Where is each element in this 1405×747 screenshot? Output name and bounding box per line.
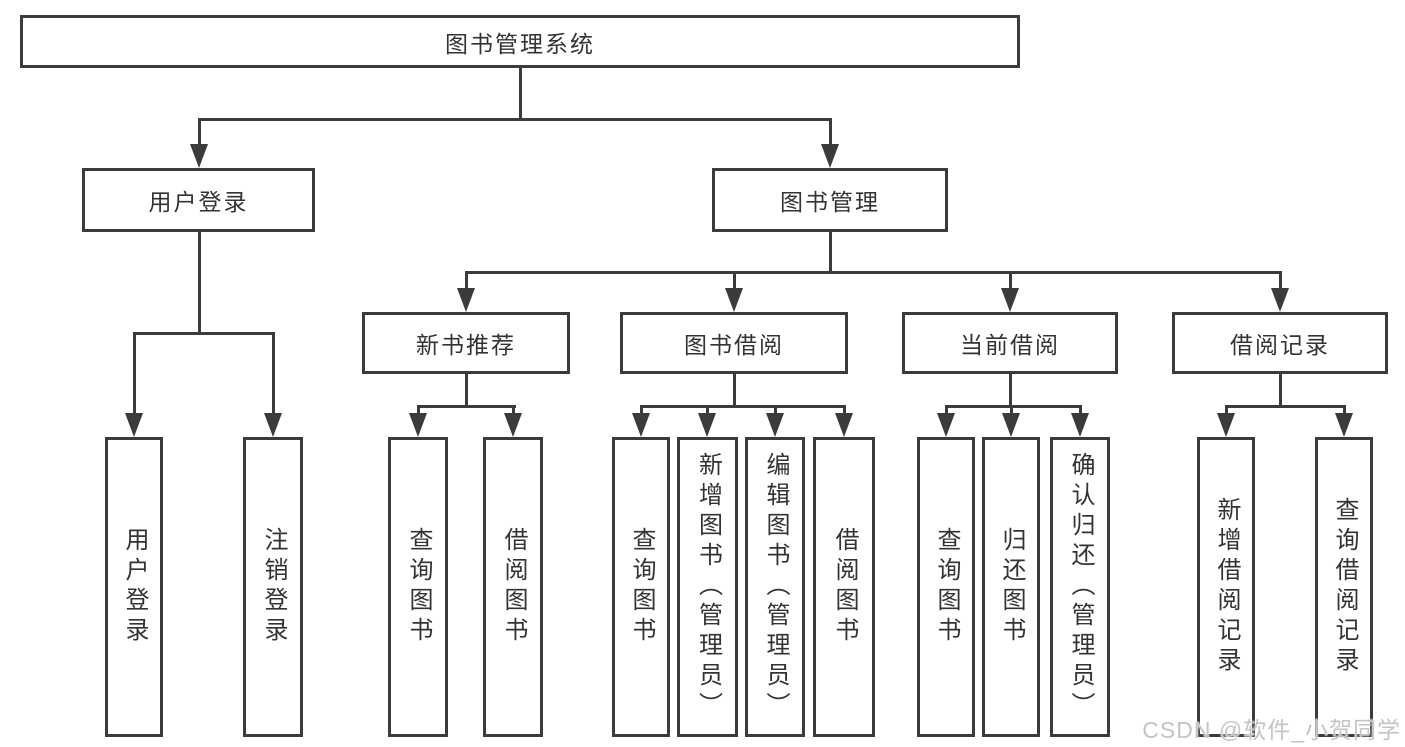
leaf-query-books-label: 查询图书: [405, 527, 432, 647]
leaf-add-books-admin-label: 新增图书（管理员）: [694, 452, 722, 722]
connector-line: [271, 332, 275, 416]
connector-line: [944, 405, 1082, 408]
node-current-borrowing: 当前借阅: [902, 312, 1118, 374]
leaf-add-books-admin: 新增图书（管理员）: [677, 437, 738, 737]
connector-line: [1008, 271, 1012, 293]
arrowhead-down-icon: [190, 144, 208, 168]
connector-line: [132, 332, 136, 416]
node-borrowing-records: 借阅记录: [1172, 312, 1388, 374]
connector-line: [842, 405, 846, 417]
arrowhead-down-icon: [821, 144, 839, 168]
arrowhead-down-icon: [125, 413, 143, 437]
leaf-edit-books-admin-label: 编辑图书（管理员）: [762, 452, 789, 722]
leaf-query-books-label: 查询图书: [628, 527, 655, 647]
node-user-login: 用户登录: [82, 168, 315, 232]
connector-line: [828, 118, 832, 150]
arrowhead-down-icon: [264, 413, 282, 437]
connector-line: [732, 271, 736, 293]
leaf-logout: 注销登录: [243, 437, 303, 737]
connector-line: [132, 332, 275, 335]
connector-line: [511, 405, 515, 417]
arrowhead-down-icon: [1335, 413, 1353, 437]
connector-line: [944, 405, 948, 417]
leaf-query-books: 查询图书: [388, 437, 448, 737]
node-new-book-recommend-label: 新书推荐: [416, 332, 516, 358]
node-current-borrowing-label: 当前借阅: [960, 332, 1060, 358]
leaf-user-login-label: 用户登录: [121, 527, 148, 647]
leaf-borrow-books-label: 借阅图书: [500, 527, 527, 647]
connector-line: [1224, 405, 1346, 408]
leaf-query-books-label: 查询图书: [933, 527, 960, 647]
arrowhead-down-icon: [632, 413, 650, 437]
node-book-borrowing-label: 图书借阅: [684, 332, 784, 358]
leaf-query-borrow-record: 查询借阅记录: [1315, 437, 1373, 737]
leaf-query-books: 查询图书: [612, 437, 670, 737]
connector-line: [464, 271, 468, 293]
arrowhead-down-icon: [725, 288, 743, 312]
connector-line: [464, 271, 1282, 274]
leaf-borrow-books: 借阅图书: [483, 437, 543, 737]
node-borrowing-records-label: 借阅记录: [1230, 332, 1330, 358]
leaf-borrow-books-label: 借阅图书: [831, 527, 858, 647]
connector-line: [416, 405, 420, 417]
connector-line: [416, 405, 516, 408]
connector-line: [732, 374, 736, 407]
node-new-book-recommend: 新书推荐: [362, 312, 570, 374]
arrowhead-down-icon: [937, 413, 955, 437]
arrowhead-down-icon: [1002, 413, 1020, 437]
node-book-management-label: 图书管理: [780, 189, 880, 215]
arrowhead-down-icon: [457, 288, 475, 312]
connector-line: [1078, 405, 1082, 417]
connector-line: [1278, 271, 1282, 293]
arrowhead-down-icon: [1271, 288, 1289, 312]
leaf-borrow-books: 借阅图书: [813, 437, 875, 737]
arrowhead-down-icon: [698, 413, 716, 437]
connector-line: [639, 405, 846, 408]
connector-line: [197, 118, 201, 150]
connector-line: [705, 405, 709, 417]
leaf-add-borrow-record: 新增借阅记录: [1197, 437, 1255, 737]
node-book-borrowing: 图书借阅: [620, 312, 848, 374]
arrowhead-down-icon: [835, 413, 853, 437]
connector-line: [639, 405, 643, 417]
watermark: CSDN @软件_小贺同学: [1142, 717, 1401, 743]
connector-line: [828, 232, 832, 273]
leaf-user-login: 用户登录: [105, 437, 163, 737]
connector-line: [197, 232, 201, 334]
node-book-management: 图书管理: [712, 168, 948, 232]
connector-line: [464, 374, 468, 407]
leaf-query-borrow-record-label: 查询借阅记录: [1331, 497, 1358, 677]
connector-line: [773, 405, 777, 417]
leaf-logout-label: 注销登录: [260, 527, 287, 647]
connector-line: [1278, 374, 1282, 407]
leaf-return-books: 归还图书: [982, 437, 1040, 737]
node-library-system: 图书管理系统: [20, 15, 1020, 68]
connector-line: [1008, 374, 1012, 407]
node-library-system-label: 图书管理系统: [445, 30, 595, 57]
leaf-confirm-return-admin: 确认归还（管理员）: [1050, 437, 1110, 737]
connector-line: [197, 118, 832, 121]
arrowhead-down-icon: [1001, 288, 1019, 312]
arrowhead-down-icon: [766, 413, 784, 437]
node-user-login-label: 用户登录: [148, 189, 249, 215]
leaf-query-books: 查询图书: [917, 437, 975, 737]
leaf-confirm-return-admin-label: 确认归还（管理员）: [1067, 452, 1094, 722]
connector-line: [1342, 405, 1346, 417]
arrowhead-down-icon: [409, 413, 427, 437]
arrowhead-down-icon: [504, 413, 522, 437]
arrowhead-down-icon: [1071, 413, 1089, 437]
arrowhead-down-icon: [1217, 413, 1235, 437]
connector-line: [1009, 405, 1013, 417]
leaf-edit-books-admin: 编辑图书（管理员）: [745, 437, 805, 737]
connector-line: [518, 68, 522, 120]
leaf-return-books-label: 归还图书: [998, 527, 1025, 647]
leaf-add-borrow-record-label: 新增借阅记录: [1213, 497, 1240, 677]
connector-line: [1224, 405, 1228, 417]
